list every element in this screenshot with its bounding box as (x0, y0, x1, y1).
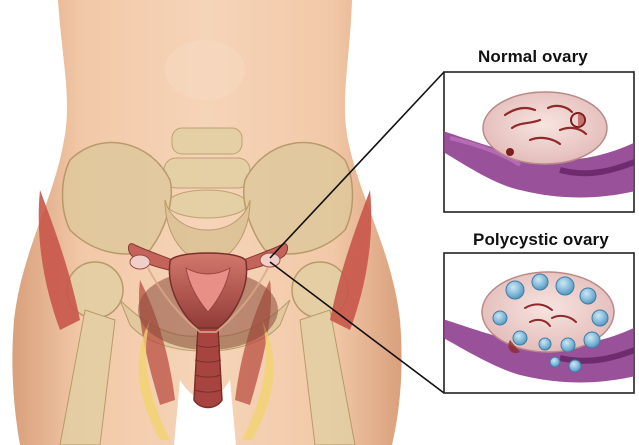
left-ovary (130, 255, 150, 269)
normal-ovary-label: Normal ovary (478, 47, 588, 67)
left-iliac-wing (63, 143, 172, 254)
cervix (194, 328, 222, 408)
normal-ovary-panel (440, 72, 639, 212)
polycystic-ovary-label: Polycystic ovary (473, 230, 609, 250)
polycystic-ovary-panel (440, 253, 639, 393)
normal-ovary-body (483, 92, 607, 164)
right-ovary (260, 253, 280, 267)
spine-vertebrae (164, 128, 250, 218)
right-iliac-wing (244, 143, 353, 254)
